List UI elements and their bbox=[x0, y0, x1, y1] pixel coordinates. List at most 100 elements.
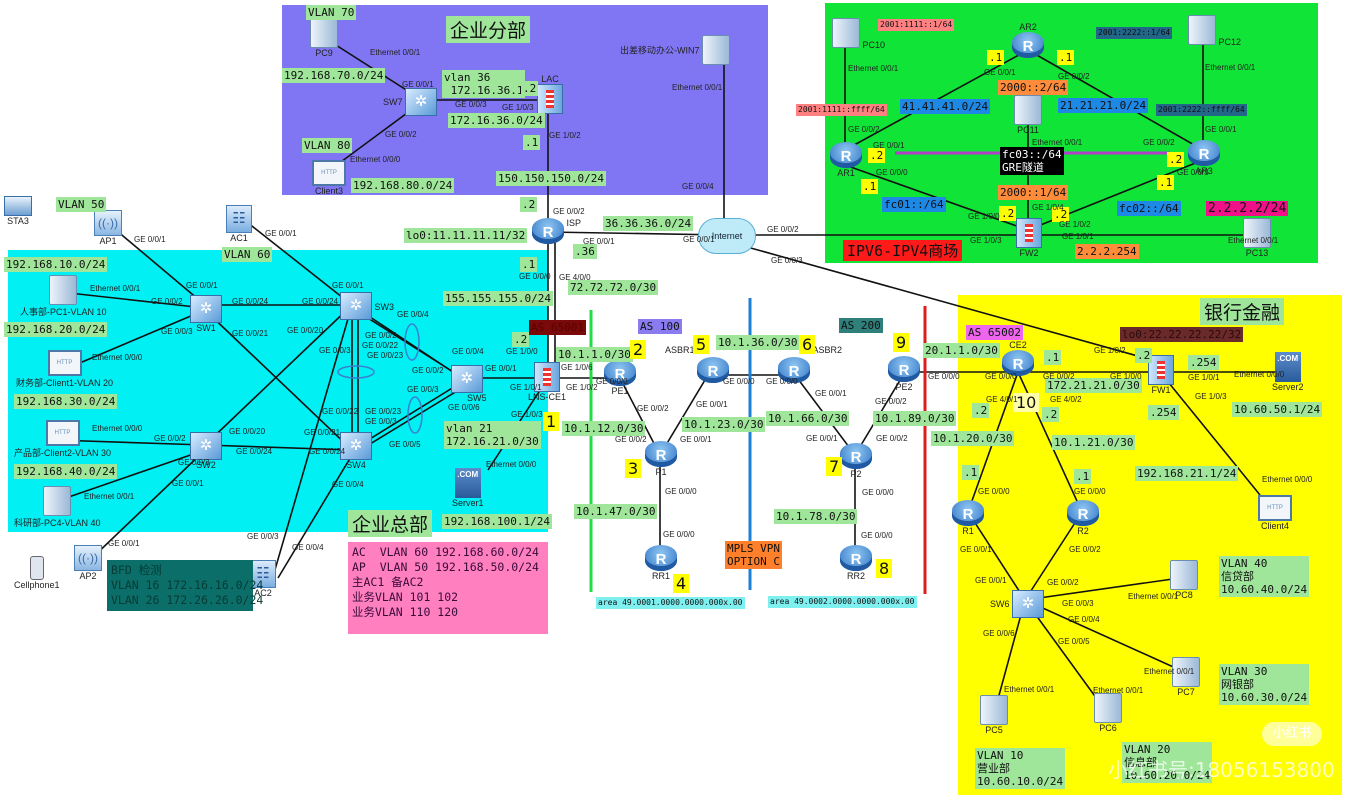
firewall-icon bbox=[1148, 355, 1174, 385]
device-sw5[interactable]: ✲SW5 bbox=[447, 365, 487, 403]
net10-1-23-label: 10.1.23.0/30 bbox=[682, 417, 766, 432]
device-pc1[interactable]: 人事部-PC1-VLAN 10 bbox=[20, 275, 107, 318]
port-label: GE 1/0/0 bbox=[506, 347, 538, 356]
vlan70-label: VLAN 70 bbox=[306, 5, 357, 20]
router-number-10: 10 bbox=[1013, 393, 1040, 412]
device-sw4[interactable]: ✲SW4 bbox=[340, 432, 372, 470]
port-label: GE 0/0/1 bbox=[108, 539, 140, 548]
net10-1-12-label: 10.1.12.0/30 bbox=[562, 421, 646, 436]
net155-label: 155.155.155.0/24 bbox=[443, 291, 553, 306]
device-pc8[interactable]: PC8 bbox=[1170, 560, 1198, 600]
device-fw1[interactable]: FW1 bbox=[1148, 355, 1174, 395]
port-label: GE 0/0/0 bbox=[663, 530, 695, 539]
router-number-4: 4 bbox=[673, 574, 690, 593]
ipv6-zone bbox=[825, 3, 1318, 263]
device-pc13[interactable]: PC13 bbox=[1243, 218, 1271, 258]
device-ap2[interactable]: ((·))AP2 bbox=[74, 545, 102, 581]
device-pc10[interactable]: PC10 bbox=[832, 18, 885, 50]
port-label: Ethernet 0/0/1 bbox=[848, 64, 899, 73]
device-pc7[interactable]: PC7 bbox=[1172, 657, 1200, 697]
net80-label: 192.168.80.0/24 bbox=[351, 178, 455, 193]
port-label: GE 0/0/2 bbox=[1043, 372, 1075, 381]
device-sta3[interactable]: STA3 bbox=[4, 196, 32, 226]
pc5-vlan-box: VLAN 10 营业部 10.60.10.0/24 bbox=[975, 748, 1066, 789]
device-sw3[interactable]: ✲ SW3 bbox=[340, 292, 394, 320]
port-label: GE 0/0/1 bbox=[172, 479, 204, 488]
gre-tunnel-label: fc03::/64 GRE隧道 bbox=[1000, 147, 1064, 175]
port-label: Ethernet 0/0/1 bbox=[1205, 63, 1256, 72]
port-label: GE 1/0/0 bbox=[968, 212, 1000, 221]
device-sw6[interactable]: SW6 ✲ bbox=[990, 590, 1045, 618]
port-label: GE 0/0/2 bbox=[1058, 72, 1090, 81]
device-asbr1[interactable]: ASBR1 R bbox=[665, 345, 730, 383]
device-ac1[interactable]: ☷AC1 bbox=[226, 205, 252, 243]
router-number-9: 9 bbox=[893, 333, 910, 352]
device-sw7[interactable]: SW7 ✲ bbox=[383, 88, 438, 116]
port-label: GE 0/0/0 bbox=[985, 372, 1017, 381]
net150-label: 150.150.150.0/24 bbox=[496, 171, 606, 186]
device-asbr2[interactable]: R ASBR2 bbox=[778, 345, 842, 383]
port-label: Ethernet 0/0/0 bbox=[486, 460, 537, 469]
port-label: Ethernet 0/0/1 bbox=[370, 48, 421, 57]
net10-1-1-label: 10.1.1.0/30 bbox=[556, 347, 633, 362]
device-pc5[interactable]: PC5 bbox=[980, 695, 1008, 735]
port-label: GE 1/0/3 bbox=[502, 103, 534, 112]
port-label: GE 0/0/1 bbox=[683, 235, 715, 244]
device-cellphone1[interactable]: Cellphone1 bbox=[14, 556, 60, 590]
device-lns-ce1[interactable]: LNS-CE1 bbox=[528, 362, 566, 402]
device-isp[interactable]: R ISP bbox=[532, 218, 581, 244]
port-label: GE 0/0/3 bbox=[178, 458, 210, 467]
device-pc9[interactable]: PC9 bbox=[310, 18, 338, 58]
fc02-label: fc02::/64 bbox=[1117, 201, 1181, 216]
port-label: GE 0/0/21 bbox=[304, 428, 341, 437]
device-ap1[interactable]: ((·))AP1 bbox=[94, 210, 122, 246]
router-icon: R bbox=[604, 360, 636, 386]
switch-icon: ✲ bbox=[190, 432, 222, 460]
device-pc12[interactable]: PC12 bbox=[1188, 15, 1241, 47]
port-label: GE 0/0/3 bbox=[455, 100, 487, 109]
port-label: GE 0/0/0 bbox=[861, 531, 893, 540]
device-fw2[interactable]: FW2 bbox=[1016, 218, 1042, 258]
ce1-dot2: .2 bbox=[512, 332, 530, 347]
device-internet[interactable]: Internet bbox=[698, 218, 756, 254]
area2-label: area 49.0002.0000.0000.000x.00 bbox=[768, 596, 917, 608]
port-label: GE 0/0/1 bbox=[815, 389, 847, 398]
device-sw1[interactable]: ✲SW1 bbox=[190, 295, 222, 333]
device-sw2[interactable]: ✲SW2 bbox=[190, 432, 222, 470]
device-lac[interactable]: LAC bbox=[537, 74, 563, 114]
device-pc11[interactable]: PC11 bbox=[1014, 95, 1042, 135]
port-label: GE 0/0/2 bbox=[154, 434, 186, 443]
port-label: GE 0/0/2 bbox=[365, 331, 397, 340]
port-label: GE 1/0/1 bbox=[510, 383, 542, 392]
device-pc6[interactable]: PC6 bbox=[1094, 693, 1122, 733]
switch-icon: ✲ bbox=[405, 88, 438, 116]
device-pc4[interactable]: 科研部-PC4-VLAN 40 bbox=[14, 486, 101, 529]
port-label: Ethernet 0/0/1 bbox=[90, 284, 141, 293]
port-label: GE 0/0/3 bbox=[1177, 168, 1209, 177]
port-label: GE 0/0/4 bbox=[332, 480, 364, 489]
net21-label: 21.21.21.0/24 bbox=[1058, 98, 1149, 113]
pc-icon bbox=[1014, 95, 1042, 125]
port-label: GE 0/0/1 bbox=[680, 435, 712, 444]
vlan60-label: VLAN 60 bbox=[222, 247, 273, 262]
port-label: GE 0/0/4 bbox=[452, 347, 484, 356]
device-win7[interactable]: 出差移动办公-WIN7 bbox=[620, 35, 731, 65]
